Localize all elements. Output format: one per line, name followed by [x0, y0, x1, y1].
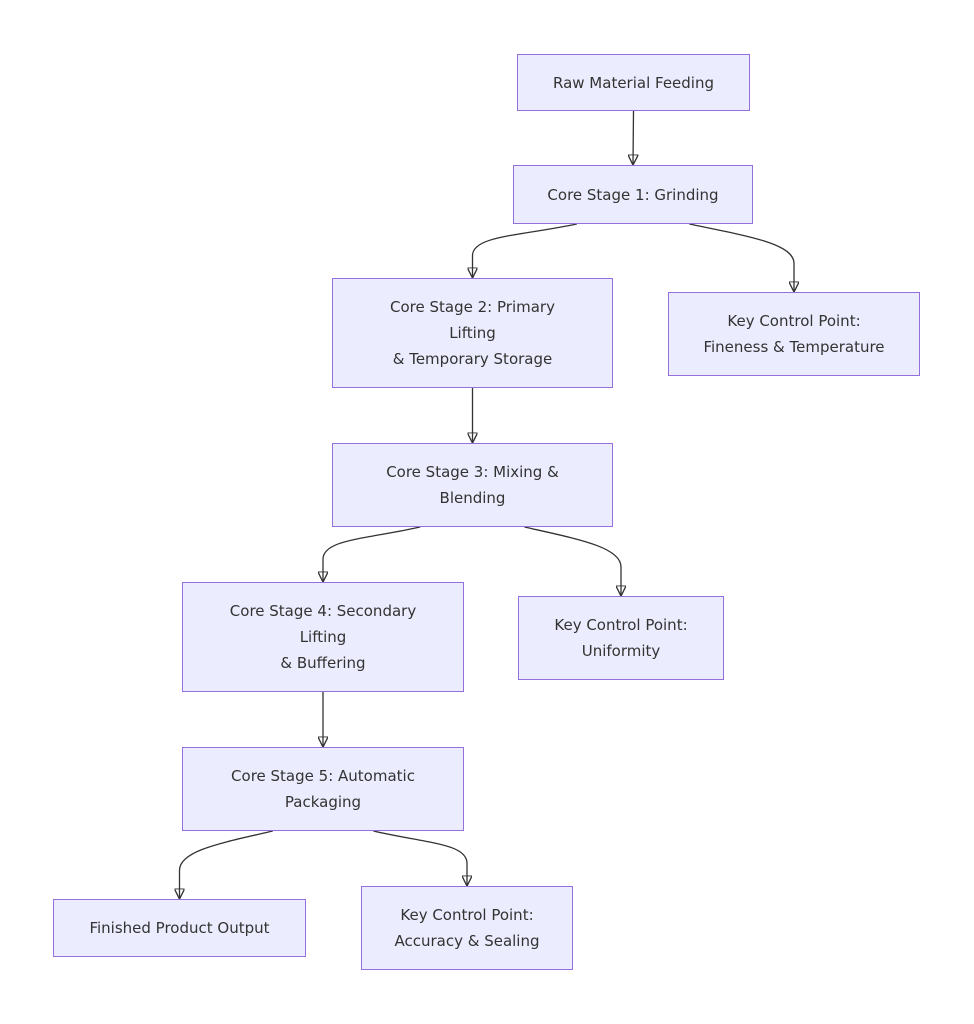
- node-label-line: Key Control Point:: [554, 616, 688, 634]
- node-label-line: Uniformity: [581, 642, 661, 660]
- node-label-line: Core Stage 4: Secondary: [229, 602, 417, 620]
- node-label-line: Core Stage 3: Mixing &: [386, 463, 559, 481]
- edge-raw-to-grind: [633, 110, 634, 164]
- node-out: Finished Product Output: [53, 899, 306, 957]
- node-label-line: & Buffering: [280, 654, 366, 672]
- node-label-line: Lifting: [449, 324, 496, 342]
- node-raw: Raw Material Feeding: [517, 54, 750, 111]
- node-kcp2: Key Control Point: Uniformity: [518, 596, 724, 680]
- edge-mix-to-lift2: [323, 526, 421, 581]
- node-label-line: Finished Product Output: [89, 919, 270, 937]
- node-label-line: Blending: [439, 489, 506, 507]
- node-grind: Core Stage 1: Grinding: [513, 165, 753, 224]
- node-kcp1: Key Control Point: Fineness & Temperature: [668, 292, 920, 376]
- edge-grind-to-kcp1: [689, 223, 794, 291]
- edge-pack-to-out: [180, 830, 273, 898]
- node-label-line: Packaging: [284, 793, 362, 811]
- node-label-line: Key Control Point:: [400, 906, 534, 924]
- node-kcp3: Key Control Point: Accuracy & Sealing: [361, 886, 573, 970]
- node-mix: Core Stage 3: Mixing & Blending: [332, 443, 613, 527]
- node-label-line: Accuracy & Sealing: [394, 932, 540, 950]
- node-label-line: Raw Material Feeding: [552, 73, 714, 92]
- node-label-line: Core Stage 2: Primary: [390, 298, 555, 316]
- node-label-line: & Temporary Storage: [392, 350, 553, 368]
- edge-mix-to-kcp2: [524, 526, 621, 595]
- node-label-line: Key Control Point:: [727, 312, 861, 330]
- node-label-line: Core Stage 1: Grinding: [547, 185, 719, 204]
- edge-pack-to-kcp3: [373, 830, 467, 885]
- node-label-line: Lifting: [299, 628, 347, 646]
- edge-grind-to-lift1: [473, 223, 577, 277]
- node-label-line: Core Stage 5: Automatic: [231, 767, 415, 785]
- node-label-line: Fineness & Temperature: [703, 338, 885, 356]
